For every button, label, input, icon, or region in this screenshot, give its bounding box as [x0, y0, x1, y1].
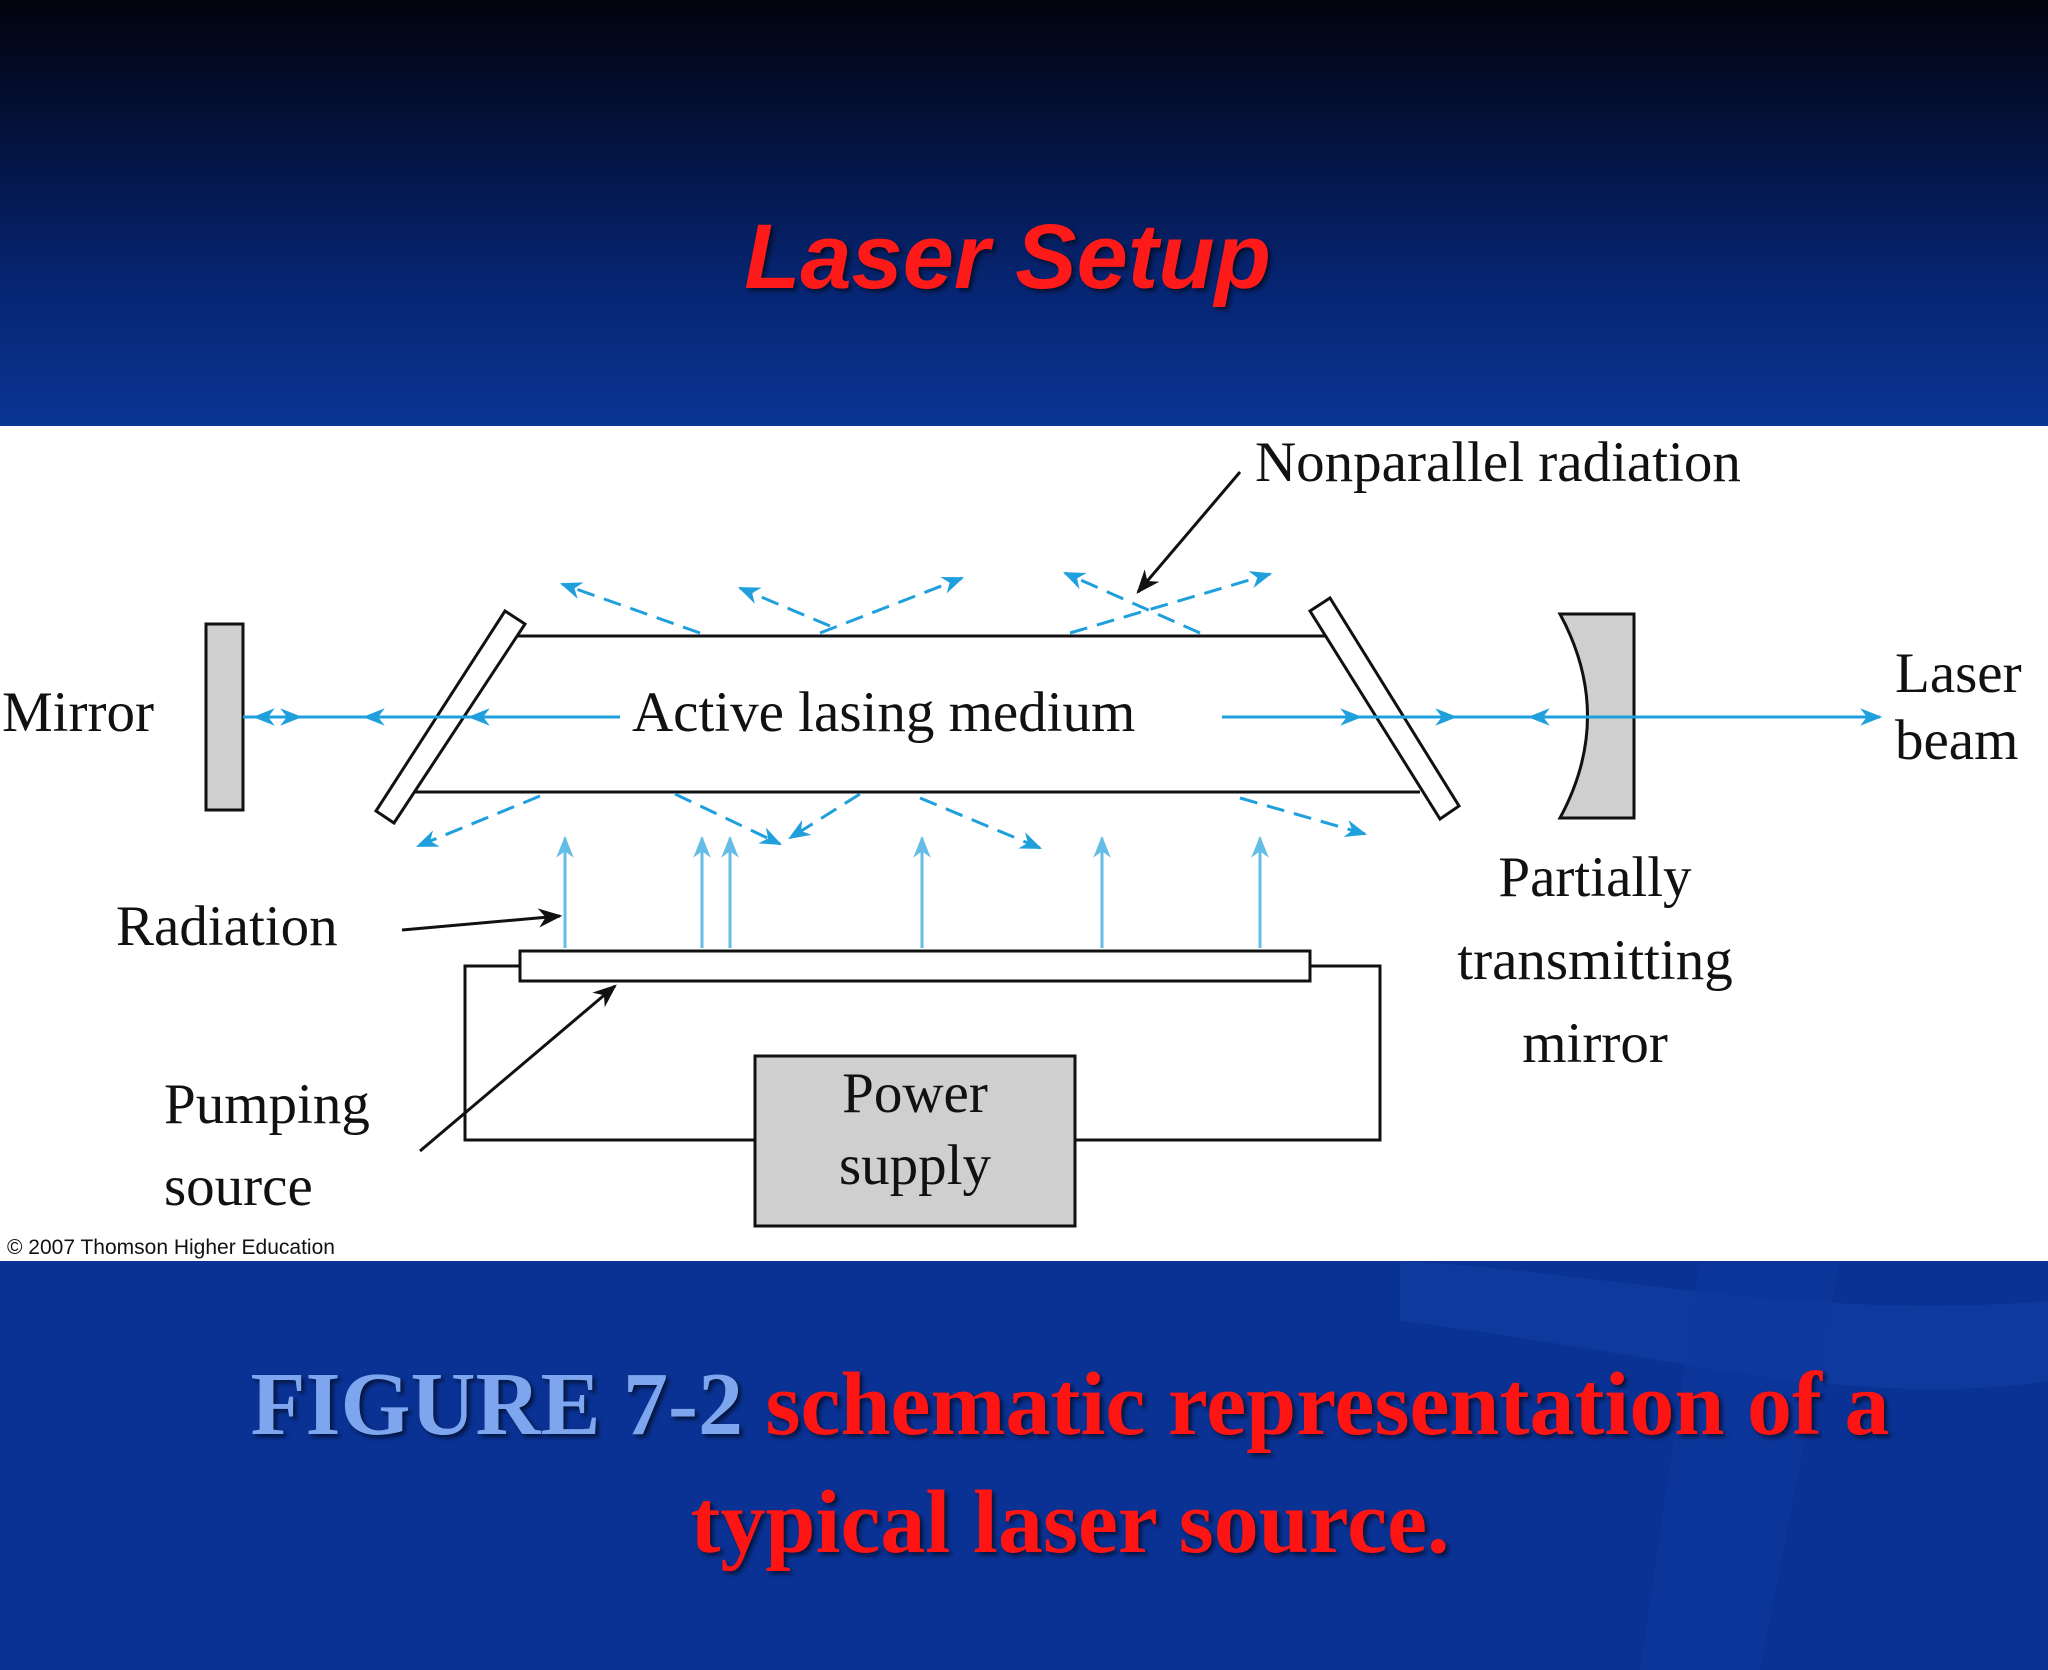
- partially-label-line1: Partially: [1498, 846, 1692, 909]
- partially-label-line2: transmitting: [1457, 929, 1733, 992]
- caption-area: FIGURE 7-2 schematic representation of a…: [0, 1261, 2048, 1670]
- partially-transmitting-mirror-label: Partially transmitting mirror: [1400, 836, 1790, 1085]
- figure-number: FIGURE 7-2: [250, 1355, 744, 1454]
- figure-caption-text: schematic representation of a typical la…: [690, 1355, 1890, 1572]
- radiation-label: Radiation: [116, 895, 338, 958]
- diagram-graphic: [204, 471, 1883, 1228]
- background-swoosh: [1400, 1261, 2048, 1670]
- slide-header: Laser Setup: [0, 0, 2048, 426]
- figure-caption: FIGURE 7-2 schematic representation of a…: [170, 1346, 1970, 1582]
- power-supply-box: [753, 1054, 1077, 1228]
- power-supply-label: Power supply: [755, 1058, 1075, 1202]
- nonparallel-radiation-arrows: [415, 571, 1368, 850]
- power-label-line1: Power: [842, 1062, 988, 1125]
- pumping-radiation-arrows: [556, 835, 1269, 948]
- pumping-label-line2: source: [164, 1155, 313, 1218]
- label-pointer-arrows: [401, 471, 1242, 1153]
- pumping-source-label: Pumping source: [164, 1064, 370, 1228]
- laser-beam-label-line1: Laser: [1895, 642, 2022, 705]
- copyright-notice: © 2007 Thomson Higher Education: [7, 1236, 335, 1259]
- partially-label-line3: mirror: [1522, 1012, 1668, 1075]
- left-mirror: [204, 622, 245, 812]
- circuit-wires: [463, 964, 1382, 1142]
- pumping-label-line1: Pumping: [164, 1073, 370, 1136]
- mirror-label: Mirror: [2, 681, 154, 744]
- pumping-source-tube: [518, 949, 1312, 983]
- active-lasing-medium-label: Active lasing medium: [632, 681, 1136, 744]
- slide-title: Laser Setup: [744, 206, 1271, 308]
- laser-diagram: Nonparallel radiation Mirror Active lasi…: [0, 426, 2048, 1261]
- laser-beam-label-line2: beam: [1895, 708, 2019, 772]
- nonparallel-radiation-label: Nonparallel radiation: [1255, 431, 1741, 494]
- power-label-line2: supply: [838, 1134, 992, 1197]
- laser-beam-label: Laser beam: [1895, 641, 2022, 774]
